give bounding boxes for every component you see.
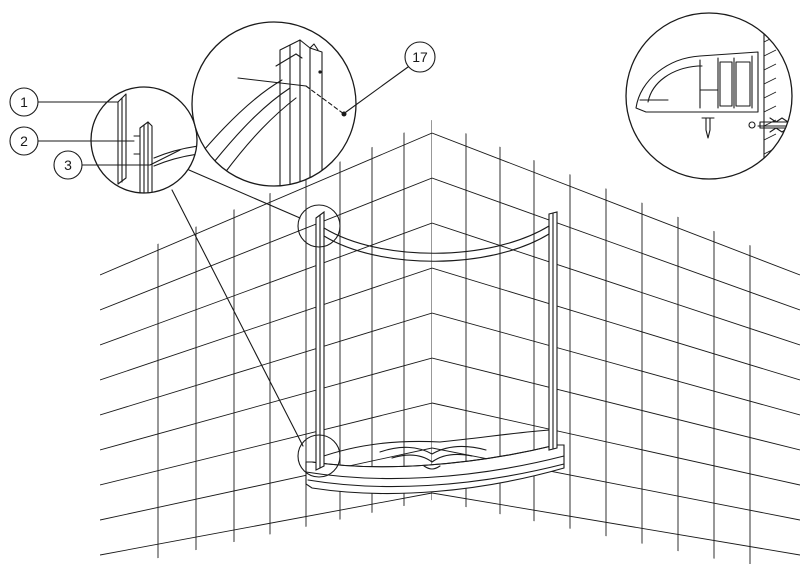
part-marker-1-label: 1 (20, 94, 28, 110)
part-marker-2: 2 (9, 126, 39, 156)
detail-spot-top (297, 204, 341, 248)
part-marker-3: 3 (53, 150, 83, 180)
screw-icon (701, 117, 715, 139)
part-marker-17: 17 (404, 41, 436, 73)
part-marker-1: 1 (9, 87, 39, 117)
wall-plug-icon (748, 117, 792, 133)
part-marker-3-label: 3 (64, 157, 72, 173)
tiled-wall-right (432, 120, 800, 564)
shower-enclosure-frame (315, 210, 558, 471)
part-leader-lines (37, 66, 409, 166)
detail-spot-bottom (297, 434, 341, 478)
shower-tray (305, 429, 565, 495)
part-marker-2-label: 2 (20, 133, 28, 149)
callout-profile-section (625, 12, 793, 180)
callout-wall-profile (90, 86, 198, 194)
callout-frame-corner (191, 21, 357, 187)
part-marker-17-label: 17 (412, 49, 428, 65)
detail-connector-lines (171, 169, 304, 447)
profile-section (635, 51, 759, 113)
